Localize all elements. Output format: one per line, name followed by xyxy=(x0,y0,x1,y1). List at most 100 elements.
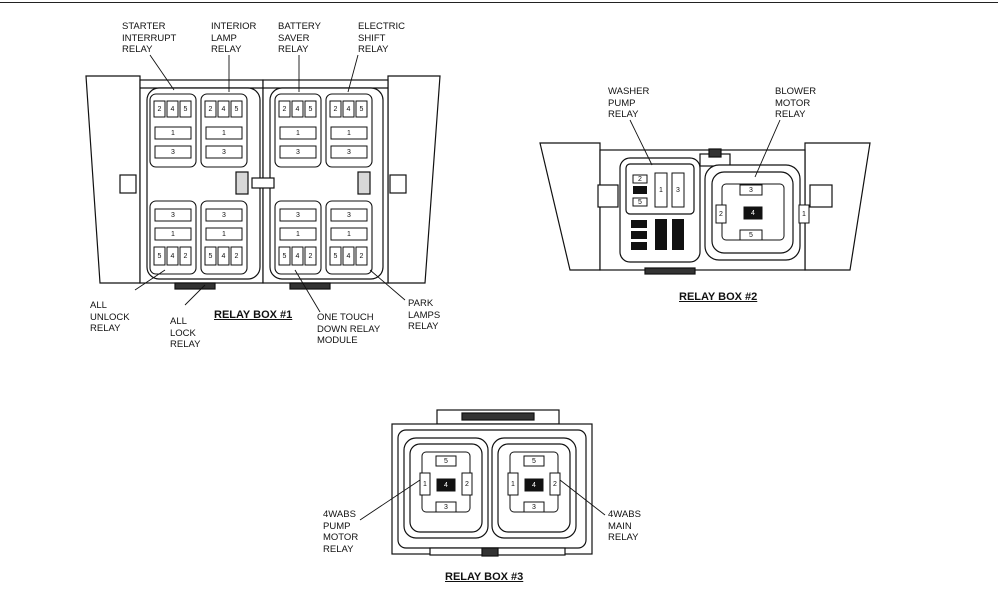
pin-bottom-3-d-number: 4 xyxy=(347,253,351,260)
pin-top-2-d xyxy=(279,126,317,140)
washer-terminal-2 xyxy=(631,242,647,250)
relay-box-2 xyxy=(539,142,871,275)
pin-top-3-d-number: 1 xyxy=(347,130,351,137)
pin-top-3-c xyxy=(355,100,368,118)
washer-pin-a-number: 2 xyxy=(638,176,642,183)
pin-top-0-c-number: 5 xyxy=(184,106,188,113)
pin-top-2-b-number: 4 xyxy=(296,106,300,113)
blower-pin-right-number: 1 xyxy=(802,211,806,218)
washer-pin-d xyxy=(671,172,685,208)
relay-box-1 xyxy=(85,75,441,290)
pin-bottom-3-a-number: 3 xyxy=(347,212,351,219)
pin-bottom-2-e-number: 2 xyxy=(309,253,313,260)
box1-center-latch-left xyxy=(235,171,249,195)
pin-top-3-a-number: 2 xyxy=(334,106,338,113)
relay-box-1-title: RELAY BOX #1 xyxy=(214,309,293,321)
washer-pin-d-number: 3 xyxy=(676,187,680,194)
pin-bottom-3-d xyxy=(342,246,355,266)
pin-top-0-a-number: 2 xyxy=(158,106,162,113)
label-blower-motor-relay: BLOWER MOTOR RELAY xyxy=(775,86,817,120)
pin-bottom-3-b xyxy=(330,227,368,241)
pin-top-1-a-number: 2 xyxy=(209,106,213,113)
pin-top-1-a xyxy=(204,100,217,118)
pin-bottom-3-c-number: 5 xyxy=(334,253,338,260)
main-relay-pin-right xyxy=(549,472,561,496)
pin-top-2-a xyxy=(278,100,291,118)
main-relay-pin-left xyxy=(507,472,519,496)
pin-bottom-3-c xyxy=(329,246,342,266)
pin-top-0-d xyxy=(154,126,192,140)
pin-bottom-2-a-number: 3 xyxy=(296,212,300,219)
label-all-lock-relay: ALL LOCK RELAY xyxy=(170,316,201,350)
label-4wabs-main-relay: 4WABS MAIN RELAY xyxy=(608,509,641,543)
washer-terminal-3 xyxy=(655,219,667,250)
relay-box-3-title: RELAY BOX #3 xyxy=(445,571,524,583)
top-rule xyxy=(0,2,998,3)
pump-motor-pin-top-number: 5 xyxy=(444,458,448,465)
pin-bottom-2-a xyxy=(279,208,317,222)
pin-bottom-1-d-number: 4 xyxy=(222,253,226,260)
pin-bottom-3-b-number: 1 xyxy=(347,231,351,238)
pin-bottom-0-c-number: 5 xyxy=(158,253,162,260)
relay-box-2-title: RELAY BOX #2 xyxy=(679,291,758,303)
pump-motor-pin-top xyxy=(435,455,457,467)
pin-bottom-3-e-number: 2 xyxy=(360,253,364,260)
pin-bottom-0-a xyxy=(154,208,192,222)
pin-bottom-1-c-number: 5 xyxy=(209,253,213,260)
blower-pin-top xyxy=(739,184,763,196)
pin-bottom-2-b xyxy=(279,227,317,241)
pin-bottom-0-b-number: 1 xyxy=(171,231,175,238)
main-relay-pin-top-number: 5 xyxy=(532,458,536,465)
pin-bottom-2-b-number: 1 xyxy=(296,231,300,238)
main-relay-pin-bottom-number: 3 xyxy=(532,504,536,511)
washer-pin-b-number: 5 xyxy=(638,199,642,206)
pin-top-0-b-number: 4 xyxy=(171,106,175,113)
pin-bottom-0-d-number: 4 xyxy=(171,253,175,260)
pin-bottom-0-e xyxy=(179,246,192,266)
blower-pin-bottom-number: 5 xyxy=(749,232,753,239)
pin-bottom-1-e xyxy=(230,246,243,266)
washer-pin-b xyxy=(632,197,648,207)
main-relay-pin-bottom xyxy=(523,501,545,513)
label-washer-pump-relay: WASHER PUMP RELAY xyxy=(608,86,650,120)
box1-leader-lines xyxy=(134,54,406,313)
pin-bottom-2-d xyxy=(291,246,304,266)
label-electric-shift-relay: ELECTRIC SHIFT RELAY xyxy=(358,21,405,55)
blower-pin-left-number: 2 xyxy=(719,211,723,218)
blower-pin-right xyxy=(798,204,810,224)
washer-terminal-0 xyxy=(631,220,647,228)
pin-top-2-a-number: 2 xyxy=(283,106,287,113)
pin-top-1-d xyxy=(205,126,243,140)
main-relay-pin-left-number: 1 xyxy=(511,481,515,488)
pin-top-1-e-number: 3 xyxy=(222,149,226,156)
pin-top-3-b-number: 4 xyxy=(347,106,351,113)
pin-bottom-0-d xyxy=(166,246,179,266)
pin-top-2-d-number: 1 xyxy=(296,130,300,137)
label-battery-saver-relay: BATTERY SAVER RELAY xyxy=(278,21,321,55)
pin-top-2-c xyxy=(304,100,317,118)
pin-bottom-1-d xyxy=(217,246,230,266)
blower-pin-top-number: 3 xyxy=(749,187,753,194)
pin-bottom-1-c xyxy=(204,246,217,266)
pin-bottom-1-a xyxy=(205,208,243,222)
main-relay-pin-top xyxy=(523,455,545,467)
pin-top-1-e xyxy=(205,145,243,159)
pin-bottom-2-e xyxy=(304,246,317,266)
blower-pin-left xyxy=(715,204,727,224)
main-relay-pin-center-number: 4 xyxy=(532,482,536,489)
pin-bottom-0-a-number: 3 xyxy=(171,212,175,219)
pump-motor-pin-center xyxy=(436,478,456,492)
pin-top-0-c xyxy=(179,100,192,118)
pin-top-3-a xyxy=(329,100,342,118)
pin-top-1-b-number: 4 xyxy=(222,106,226,113)
pin-bottom-0-b xyxy=(154,227,192,241)
pin-top-1-b xyxy=(217,100,230,118)
pin-bottom-2-d-number: 4 xyxy=(296,253,300,260)
washer-pin-c-number: 1 xyxy=(659,187,663,194)
pin-bottom-1-a-number: 3 xyxy=(222,212,226,219)
pin-bottom-1-b-number: 1 xyxy=(222,231,226,238)
pin-top-1-c-number: 5 xyxy=(235,106,239,113)
